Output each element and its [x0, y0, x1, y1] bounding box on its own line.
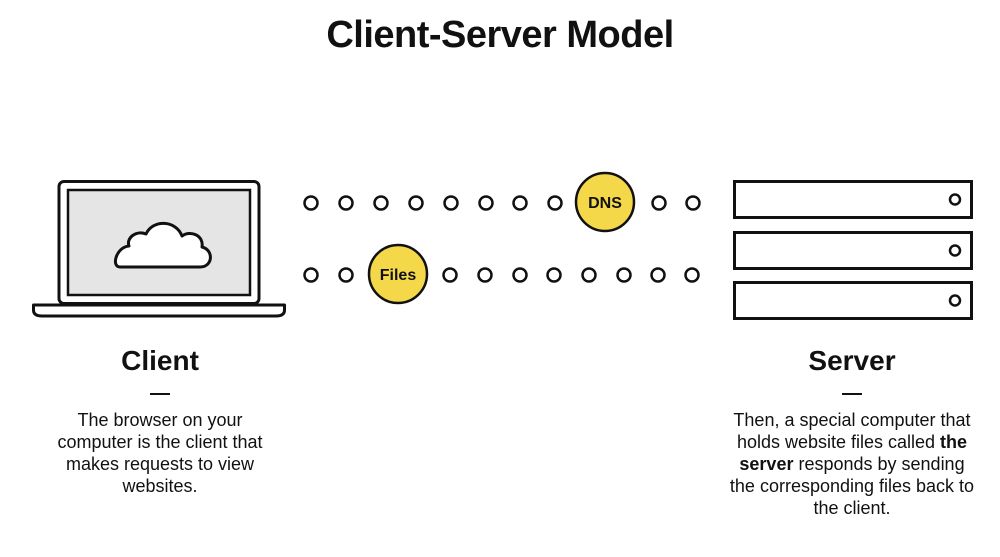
server-unit: [733, 180, 973, 219]
flow-dot: [512, 195, 528, 211]
dns-badge: [574, 171, 636, 233]
flow-dot: [512, 267, 528, 283]
flow-dot: [408, 195, 424, 211]
flow-dot: [581, 267, 597, 283]
flow-dot: [616, 267, 632, 283]
flow-dot: [442, 267, 458, 283]
server-description-emphasis: the server: [739, 432, 968, 474]
dns-badge-label: DNS: [588, 195, 622, 212]
top-flow-row: [303, 195, 701, 211]
laptop-icon: [32, 180, 286, 318]
data-flow: DNS Files: [303, 171, 701, 305]
server-heading: Server: [808, 345, 896, 376]
client-divider: [150, 393, 170, 395]
server-description-end: responds by sending the corresponding fi…: [729, 454, 975, 518]
server-unit: [733, 231, 973, 270]
server-description-start: Then, a special computer that holds webs…: [733, 410, 971, 452]
flow-dot: [547, 195, 563, 211]
laptop-base: [32, 303, 286, 318]
server-rack-icon: [733, 180, 973, 320]
client-description: The browser on your computer is the clie…: [57, 410, 263, 496]
flow-dot: [338, 267, 354, 283]
bottom-flow-row: [303, 267, 700, 283]
flow-dot: [477, 267, 493, 283]
flow-dot: [478, 195, 494, 211]
server-led-icon: [948, 193, 962, 206]
flow-dot: [443, 195, 459, 211]
flow-dot: [338, 195, 354, 211]
server-description: Then, a special computer that holds webs…: [727, 409, 977, 519]
flow-dot: [303, 195, 319, 211]
flow-dot: [373, 195, 389, 211]
flow-dot: [303, 267, 319, 283]
flow-dot: [546, 267, 562, 283]
files-badge-label: Files: [380, 267, 417, 284]
flow-dot: [685, 195, 701, 211]
files-badge: [367, 243, 429, 305]
server-led-icon: [948, 244, 962, 257]
flow-dot: [651, 195, 667, 211]
flow-dot: [650, 267, 666, 283]
diagram-title: Client-Server Model: [326, 14, 674, 56]
server-unit: [733, 281, 973, 320]
cloud-icon: [113, 221, 212, 269]
server-led-icon: [948, 294, 962, 307]
server-divider: [842, 393, 862, 395]
flow-dot: [684, 267, 700, 283]
client-heading: Client: [121, 345, 199, 376]
